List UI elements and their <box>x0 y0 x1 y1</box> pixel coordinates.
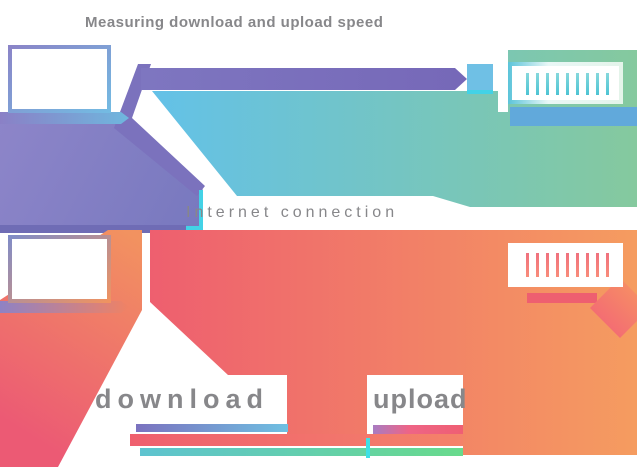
teal-legend-band <box>140 448 463 456</box>
upload-label: upload <box>373 384 468 414</box>
download-label: download <box>95 384 269 414</box>
server-top-panel <box>512 66 619 100</box>
download-arrow-shaft <box>141 68 467 90</box>
server-bottom-slots-icon <box>526 253 609 277</box>
leader-line-vertical <box>199 190 203 233</box>
chevron-arrowhead-left-icon <box>114 64 205 196</box>
server-top-slots-icon <box>526 73 609 95</box>
diagram-title: Measuring download and upload speed <box>85 14 383 31</box>
server-shadow-strip-bottom <box>527 293 597 303</box>
upload-arrow-tip-diamond <box>590 278 637 338</box>
server-shadow-strip-top <box>510 107 637 126</box>
laptop-top-base <box>0 112 129 124</box>
leader-line-horizontal <box>186 226 200 232</box>
red-legend-band <box>130 434 463 446</box>
download-underline-bar <box>136 424 288 432</box>
server-bottom-frame <box>508 243 623 287</box>
connection-label: Internet connection <box>186 204 398 221</box>
laptop-bottom-base <box>0 301 129 313</box>
laptop-bottom-screen <box>12 239 107 299</box>
connector-square-tick <box>467 90 493 94</box>
connector-square-icon <box>467 64 493 90</box>
legend-cyan-tick <box>366 438 370 458</box>
upload-underline-bar <box>373 425 463 435</box>
laptop-top-screen <box>12 49 107 109</box>
purple-fan-bottom-edge <box>0 225 186 233</box>
download-arrow-body <box>152 91 508 207</box>
